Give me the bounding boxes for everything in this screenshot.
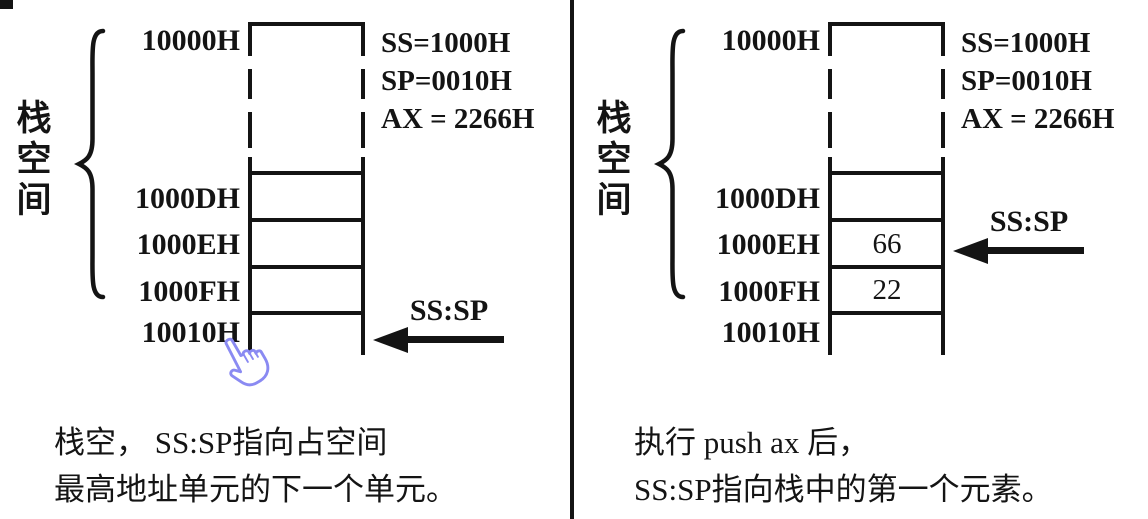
ss-sp-pointer: SS:SP	[953, 206, 1084, 264]
ss-sp-label: SS:SP	[989, 205, 1069, 238]
register-values: SS=1000H SP=0010H AX = 2266H	[961, 24, 1114, 138]
stack-wall-dash	[941, 112, 945, 148]
address-label-1000dh: 1000DH	[135, 182, 240, 215]
stack-space-label: 栈空间	[16, 99, 52, 220]
cell-divider-line	[248, 265, 365, 269]
stack-wall-right	[941, 157, 945, 355]
stack-wall-dash	[361, 112, 365, 148]
caption-line-2: SS:SP指向栈中的第一个元素。	[634, 472, 1053, 507]
cell-value-1000dh	[252, 178, 362, 218]
ss-sp-pointer: SS:SP	[373, 295, 504, 353]
stack-wall-segment	[941, 22, 945, 56]
stack-wall-dash	[248, 112, 252, 148]
stack-wall-segment	[361, 22, 365, 56]
address-label-10010h: 10010H	[721, 316, 820, 349]
stack-top-line	[248, 22, 365, 26]
arrow-shaft	[988, 247, 1084, 254]
address-label-1000eh: 1000EH	[136, 228, 240, 261]
stack-top-line	[828, 22, 945, 26]
stack-wall-right	[361, 157, 365, 355]
register-ax: AX = 2266H	[961, 103, 1115, 135]
cell-value-1000eh: 66	[872, 228, 902, 260]
panel-stack-before-push: 栈空间 10000H 1000DH 1000EH 1000FH 10010H S…	[0, 0, 568, 519]
stack-wall-segment	[248, 22, 252, 56]
stack-wall-dash	[828, 69, 832, 99]
address-label-10000h: 10000H	[721, 24, 820, 57]
stack-wall-dash	[941, 69, 945, 99]
address-label-1000fh: 1000FH	[138, 275, 240, 308]
caption-before-push: 栈空， SS:SP指向占空间 最高地址单元的下一个单元。	[54, 419, 457, 513]
register-values: SS=1000H SP=0010H AX = 2266H	[381, 24, 534, 138]
address-label-1000eh: 1000EH	[716, 228, 820, 261]
caption-line-2: 最高地址单元的下一个单元。	[54, 472, 457, 507]
stack-wall-left	[828, 157, 832, 355]
left-arrow-icon	[373, 326, 504, 353]
address-label-10000h: 10000H	[141, 24, 240, 57]
stack-wall-dash	[828, 112, 832, 148]
cell-value-1000fh: 22	[872, 274, 902, 306]
stack-wall-dash	[248, 69, 252, 99]
vertical-divider	[570, 0, 574, 519]
cell-divider-line	[828, 218, 945, 222]
stack-wall-dash	[361, 69, 365, 99]
stack-space-label: 栈空间	[596, 99, 632, 220]
caption-line-1: 栈空， SS:SP指向占空间	[54, 425, 388, 460]
address-label-1000dh: 1000DH	[715, 182, 820, 215]
caption-after-push: 执行 push ax 后， SS:SP指向栈中的第一个元素。	[634, 419, 1053, 513]
cell-divider-line	[828, 171, 945, 175]
ss-sp-label: SS:SP	[409, 294, 489, 327]
stack-wall-segment	[828, 22, 832, 56]
cell-divider-line	[248, 311, 365, 315]
cell-divider-line	[248, 218, 365, 222]
register-ss: SS=1000H	[961, 27, 1091, 59]
register-sp: SP=0010H	[381, 65, 512, 97]
cell-divider-line	[828, 265, 945, 269]
cell-divider-line	[828, 311, 945, 315]
cell-value-1000eh	[252, 224, 362, 265]
cell-value-1000dh	[832, 178, 942, 218]
brace-icon	[74, 28, 106, 300]
frame-corner-mark	[0, 0, 13, 9]
cell-divider-line	[248, 171, 365, 175]
register-ax: AX = 2266H	[381, 103, 535, 135]
panel-stack-after-push: 栈空间 10000H 1000DH 1000EH 1000FH 10010H 6…	[580, 0, 1148, 519]
arrow-shaft	[408, 336, 504, 343]
cell-value-1000fh	[252, 269, 362, 311]
address-label-10010h: 10010H	[141, 316, 240, 349]
brace-icon	[654, 28, 686, 300]
stack-wall-left	[248, 157, 252, 355]
left-arrow-icon	[953, 237, 1084, 264]
cell-value-10010h	[832, 315, 942, 355]
arrow-head	[373, 326, 408, 353]
register-sp: SP=0010H	[961, 65, 1092, 97]
register-ss: SS=1000H	[381, 27, 511, 59]
address-label-1000fh: 1000FH	[718, 275, 820, 308]
caption-line-1: 执行 push ax 后，	[634, 425, 870, 460]
hand-cursor-icon	[224, 337, 270, 387]
arrow-head	[953, 237, 988, 264]
